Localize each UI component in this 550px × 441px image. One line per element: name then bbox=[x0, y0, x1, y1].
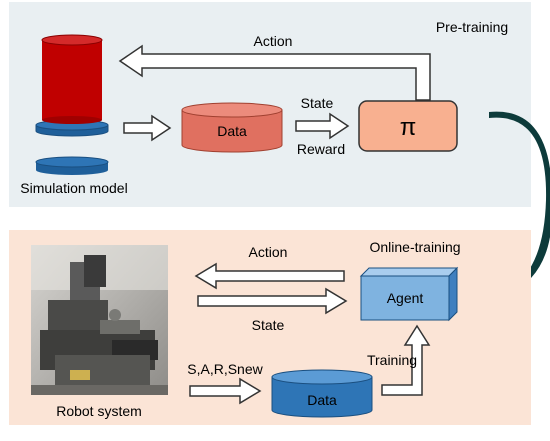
agent-label: Agent bbox=[387, 290, 424, 306]
policy-box bbox=[358, 100, 458, 152]
pretraining-data-label: Data bbox=[217, 123, 247, 139]
agent-box bbox=[359, 266, 459, 322]
online-action-label: Action bbox=[249, 244, 288, 260]
policy-label: π bbox=[400, 114, 417, 141]
pretraining-action-label: Action bbox=[254, 33, 293, 49]
robot-system-caption: Robot system bbox=[56, 403, 142, 419]
pretraining-state-label: State bbox=[301, 95, 334, 111]
small-disc-icon bbox=[35, 156, 109, 175]
online-state-arrow bbox=[197, 287, 348, 315]
simulation-model-icon bbox=[35, 34, 109, 137]
simulation-model-caption: Simulation model bbox=[20, 180, 127, 196]
pretraining-action-arrow bbox=[118, 44, 431, 101]
training-label: Training bbox=[367, 352, 417, 368]
pretraining-data-cylinder bbox=[181, 102, 283, 153]
online-action-arrow bbox=[194, 262, 345, 290]
training-arrow bbox=[381, 324, 431, 396]
pretraining-reward-label: Reward bbox=[297, 141, 345, 157]
online-state-label: State bbox=[252, 317, 285, 333]
robot-photo bbox=[31, 245, 168, 395]
online-data-cylinder bbox=[271, 369, 373, 418]
data-to-policy-arrow bbox=[295, 112, 350, 140]
model-to-data-arrow bbox=[123, 114, 172, 142]
robot-to-data-arrow bbox=[189, 377, 262, 405]
online-training-title: Online-training bbox=[369, 239, 460, 255]
online-data-label: Data bbox=[307, 392, 337, 408]
transition-tuple-label: S,A,R,Snew bbox=[187, 361, 263, 377]
pretraining-title: Pre-training bbox=[436, 19, 508, 35]
